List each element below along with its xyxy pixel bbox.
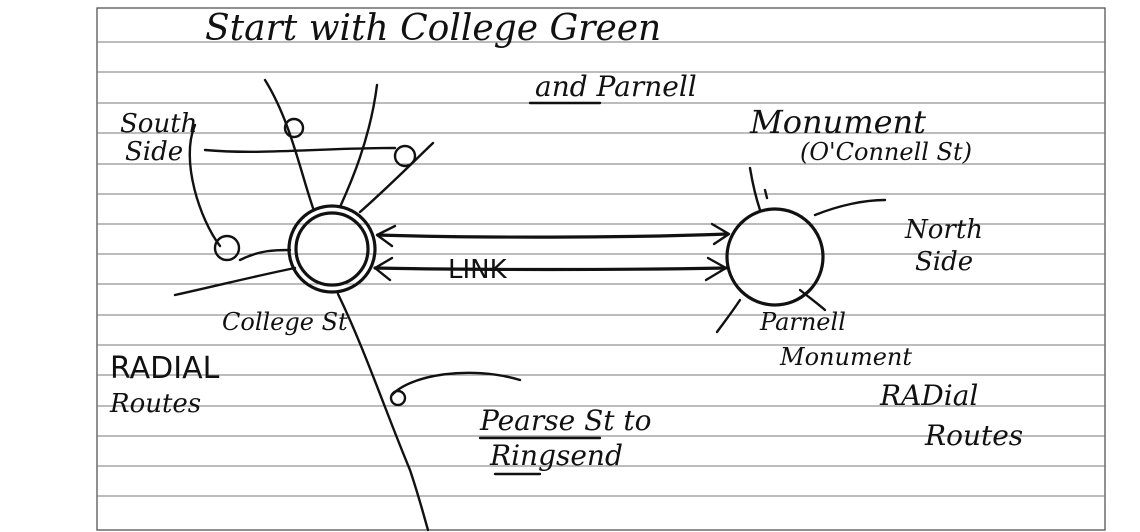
parnell-hub (725, 207, 825, 307)
note-line-1: Start with College Green (205, 8, 661, 49)
ruled-lines (97, 41, 1105, 497)
pearse-st-label-1: Pearse St to (479, 404, 652, 437)
south-side-radial-routes (173, 78, 522, 532)
link-connector (373, 222, 731, 282)
note-line-3b: (O'Connell St) (800, 138, 972, 166)
north-side-radial-routes (715, 166, 887, 334)
radial-routes-right-1: RADial (879, 379, 978, 412)
parnell-monument-label-1: Parnell (759, 308, 846, 336)
college-green-hub (287, 204, 377, 294)
south-side-label-2: Side (125, 137, 183, 167)
note-line-2: and Parnell (535, 70, 697, 103)
radial-routes-left-1: RADIAL (110, 351, 220, 386)
radial-routes-left-2: Routes (109, 389, 201, 419)
radial-routes-right-2: Routes (924, 419, 1023, 452)
note-line-3: Monument (749, 103, 926, 141)
north-side-label-1: North (904, 215, 983, 245)
pearse-st-label-2: Ringsend (489, 439, 623, 472)
north-side-label-2: Side (915, 247, 973, 277)
college-st-label: College St (222, 308, 348, 336)
parnell-monument-label-2: Monument (779, 343, 912, 371)
paper-frame (96, 7, 1106, 531)
south-side-label-1: South (120, 109, 197, 139)
